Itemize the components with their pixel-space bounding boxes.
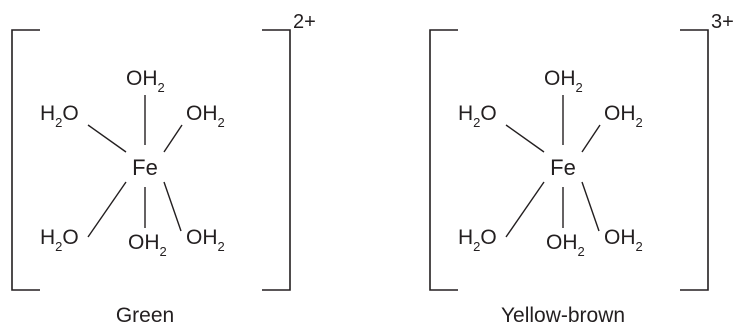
- ligand-lower-right: OH2: [604, 226, 643, 254]
- left-bracket: [11, 29, 40, 291]
- ligand-upper-right: OH2: [186, 102, 225, 130]
- right-bracket: [262, 29, 291, 291]
- ligand-lower-left: H2O: [458, 226, 497, 254]
- ligand-lower-left: H2O: [40, 226, 79, 254]
- color-caption: Yellow-brown: [501, 304, 625, 326]
- ion-charge: 3+: [711, 11, 734, 33]
- ion-charge: 2+: [293, 11, 316, 33]
- ligand-upper-left: H2O: [458, 102, 497, 130]
- metal-symbol: Fe: [550, 155, 576, 180]
- bond-line: [505, 124, 545, 153]
- bond-line: [581, 124, 601, 153]
- bond-line: [87, 124, 127, 153]
- bond-line: [581, 181, 600, 232]
- ligand-bottom: OH2: [546, 231, 585, 259]
- metal-symbol: Fe: [132, 155, 158, 180]
- bond-line: [87, 181, 127, 238]
- right-bracket: [680, 29, 709, 291]
- bond-line: [505, 181, 545, 238]
- ligand-upper-right: OH2: [604, 102, 643, 130]
- ligand-top: OH2: [544, 67, 583, 95]
- ligand-top: OH2: [126, 67, 165, 95]
- ligand-lower-right: OH2: [186, 226, 225, 254]
- ligand-bottom: OH2: [128, 231, 167, 259]
- bond-line: [163, 124, 183, 153]
- ligand-upper-left: H2O: [40, 102, 79, 130]
- bond-line: [163, 181, 182, 232]
- left-bracket: [429, 29, 458, 291]
- color-caption: Green: [116, 304, 174, 326]
